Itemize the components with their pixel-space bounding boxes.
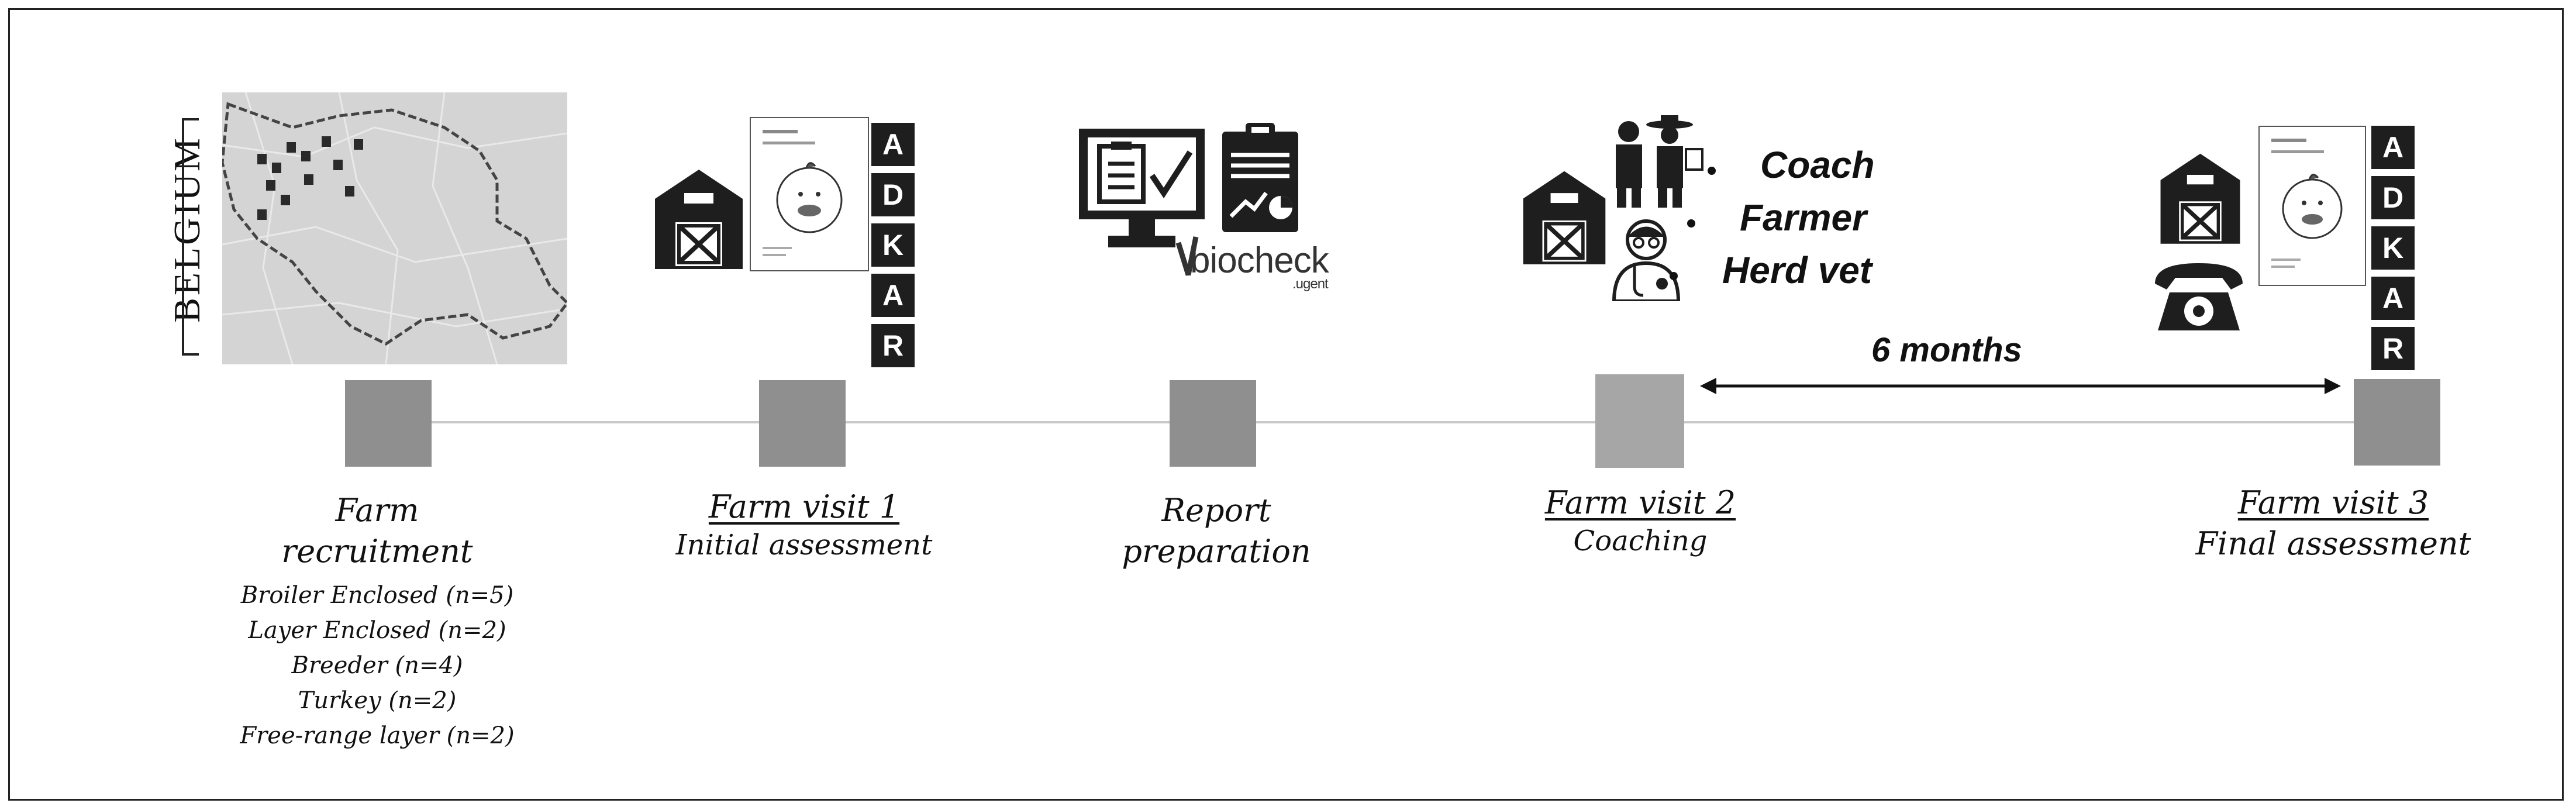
step-recruitment: Farm recruitment Broiler Enclosed (n=5) …	[222, 490, 532, 753]
adkar-letter: A	[2371, 277, 2415, 320]
participant-herd-vet: Herd vet	[1722, 249, 1872, 291]
list-item: Breeder (n=4)	[291, 652, 463, 679]
timeline-node-visit-2	[1595, 374, 1684, 468]
step-visit-3: Farm visit 3 Final assessment	[2129, 482, 2538, 564]
biocheck-logo: biocheck .ugent	[1190, 240, 1329, 292]
step-subtitle: Coaching	[1573, 525, 1708, 557]
report-document	[2258, 126, 2366, 286]
computer-checklist-icon	[1079, 129, 1205, 247]
logo-subtext: .ugent	[1292, 276, 1329, 292]
interval-arrow	[1700, 378, 2341, 394]
timeline-node-recruitment	[345, 380, 432, 467]
vet-icon	[1612, 219, 1681, 301]
adkar-letter: D	[2371, 176, 2415, 219]
step-visit-1: Farm visit 1 Initial assessment	[643, 487, 965, 563]
list-item: Layer Enclosed (n=2)	[248, 617, 506, 644]
adkar-letter: A	[871, 123, 915, 166]
belgium-map	[222, 92, 567, 364]
adkar-letter: K	[2371, 226, 2415, 270]
barn-icon	[2160, 153, 2240, 244]
list-item: Turkey (n=2)	[298, 687, 457, 714]
step-title-line2: recruitment	[281, 533, 473, 570]
adkar-letter: R	[2371, 327, 2415, 370]
barn-icon	[1523, 171, 1606, 265]
step-title: Farm	[335, 492, 419, 529]
step-title: Report	[1161, 492, 1271, 529]
participant-farmer: Farmer	[1740, 197, 1867, 239]
adkar-letter: R	[871, 324, 915, 367]
bullet-dot	[1670, 272, 1678, 280]
report-document	[750, 117, 869, 271]
interval-label: 6 months	[1871, 331, 2022, 369]
adkar-letter: A	[871, 274, 915, 317]
step-subtitle: Final assessment	[2195, 525, 2471, 562]
farm-type-list: Broiler Enclosed (n=5) Layer Enclosed (n…	[222, 578, 532, 753]
timeline-node-visit-1	[759, 380, 846, 467]
step-title-line2: preparation	[1122, 533, 1311, 570]
list-item: Broiler Enclosed (n=5)	[240, 582, 514, 609]
telephone-icon	[2155, 263, 2243, 330]
step-title: Farm visit 3	[2237, 484, 2429, 521]
clipboard-chart-icon	[1222, 123, 1298, 232]
step-subtitle: Initial assessment	[675, 529, 933, 561]
timeline-node-report	[1170, 380, 1256, 467]
figure-frame	[8, 8, 2564, 801]
adkar-blocks: A D K A R	[2371, 126, 2415, 377]
list-item: Free-range layer (n=2)	[240, 722, 515, 749]
adkar-letter: D	[871, 173, 915, 216]
logo-text: biocheck	[1190, 240, 1329, 281]
step-title: Farm visit 2	[1544, 484, 1736, 521]
timeline-node-visit-3	[2354, 379, 2440, 466]
step-visit-2: Farm visit 2 Coaching	[1480, 482, 1801, 559]
adkar-blocks: A D K A R	[871, 123, 915, 374]
step-report: Report preparation	[1070, 490, 1363, 572]
step-title: Farm visit 1	[708, 488, 900, 525]
farmer-coach-icon	[1616, 115, 1703, 208]
bullet-dot	[1708, 167, 1716, 175]
bracket	[182, 118, 199, 356]
adkar-letter: K	[871, 223, 915, 267]
biocheck-check-icon	[1175, 236, 1199, 276]
participant-coach: Coach	[1760, 144, 1875, 186]
adkar-letter: A	[2371, 126, 2415, 169]
timeline-line	[409, 421, 2398, 423]
barn-icon	[655, 170, 743, 269]
bullet-dot	[1687, 219, 1695, 228]
